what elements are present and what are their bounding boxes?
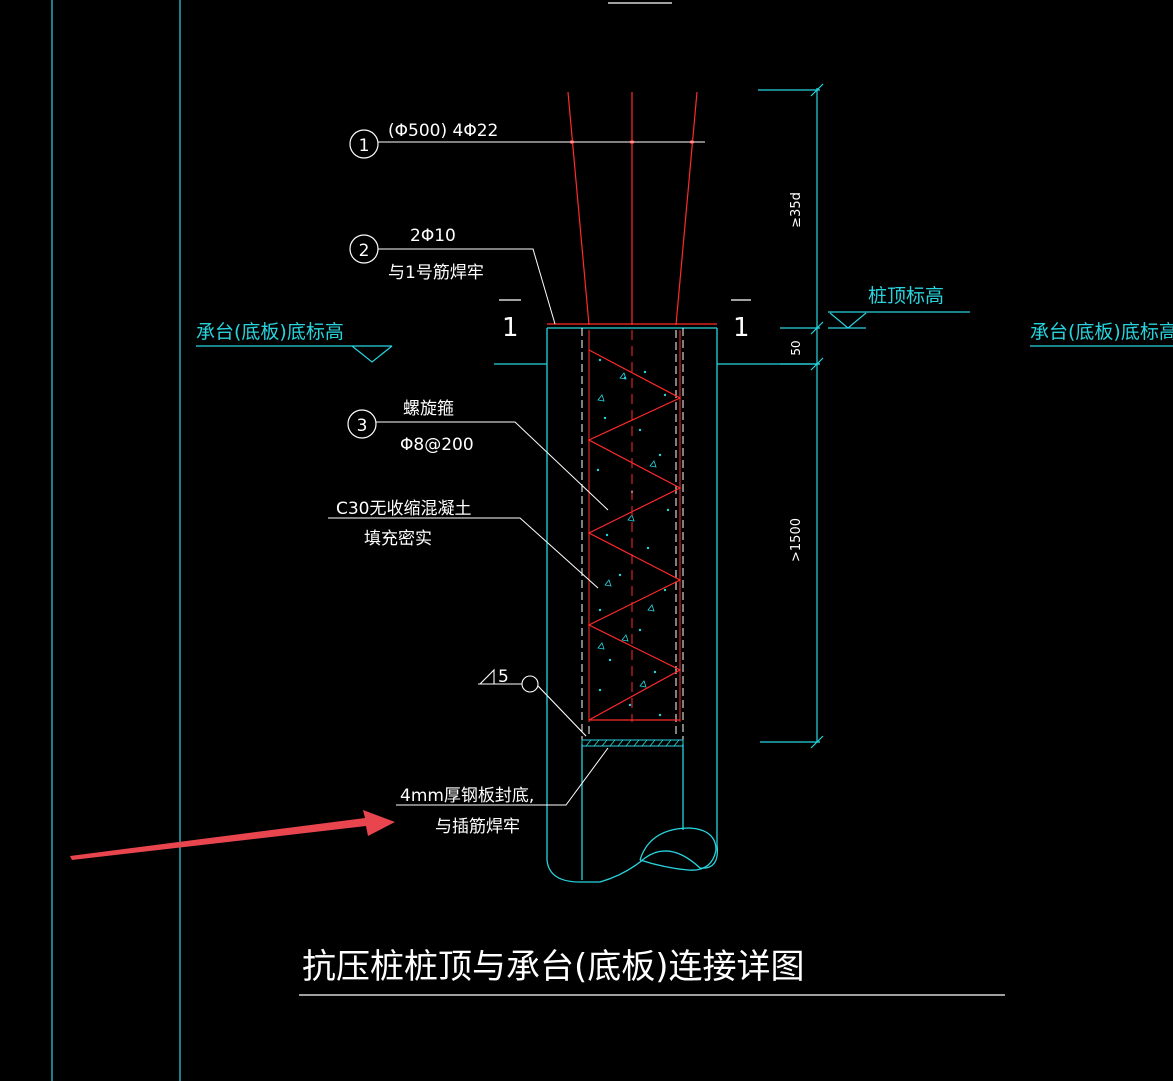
concrete-line1: C30无收缩混凝土 (336, 499, 472, 519)
inner-rebar (588, 330, 681, 722)
callout-2: 2 2Φ10 与1号筋焊牢 (349, 226, 556, 325)
section-mark-right-label: 1 (733, 313, 750, 343)
callout-3-line2: Φ8@200 (400, 435, 474, 455)
dimension-bottom: >1500 (789, 518, 804, 562)
anchor-rebars (547, 91, 717, 326)
callout-2-number: 2 (359, 241, 370, 261)
concrete-callout: C30无收缩混凝土 填充密实 (328, 499, 599, 589)
cap-bottom-lines (494, 345, 1173, 365)
drawing-title: 抗压桩桩顶与承台(底板)连接详图 (302, 947, 805, 987)
steel-plate-line2: 与插筋焊牢 (435, 817, 520, 837)
dimension-middle: 50 (789, 340, 803, 355)
dimension-line (758, 83, 824, 749)
drawing-frame-lines (51, 0, 672, 1081)
concrete-line2: 填充密实 (364, 529, 432, 549)
dimension-top: ≥35d (789, 192, 804, 228)
steel-plate-callout: 4mm厚钢板封底, 与插筋焊牢 (396, 747, 609, 837)
spiral-stirrup (587, 349, 682, 721)
elevation-label-right: 承台(底板)底标高 (1030, 321, 1173, 343)
steel-plate-line1: 4mm厚钢板封底, (400, 786, 534, 806)
callout-3-line1: 螺旋箍 (403, 399, 454, 419)
pile-hole (581, 328, 684, 742)
concrete-fill-specks (596, 358, 670, 717)
callout-2-line1: 2Φ10 (410, 226, 456, 246)
concrete-fill-triangles (597, 372, 657, 688)
elevation-label-left: 承台(底板)底标高 (196, 321, 344, 343)
elevation-marker-left (196, 345, 393, 363)
elevation-label-pile-top: 桩顶标高 (868, 285, 944, 307)
elevation-marker-pile-top (828, 311, 970, 329)
section-mark-left-label: 1 (502, 313, 519, 343)
callout-1: 1 (Φ500) 4Φ22 (349, 121, 705, 159)
steel-plate (581, 739, 684, 747)
callout-3: 3 螺旋箍 Φ8@200 (347, 399, 609, 511)
callout-1-number: 1 (359, 136, 370, 156)
weld-symbol (478, 668, 587, 737)
callout-2-line2: 与1号筋焊牢 (388, 263, 484, 283)
callout-3-number: 3 (357, 416, 368, 436)
pile-outline (546, 327, 719, 883)
annotation-arrow (70, 810, 395, 860)
weld-size: 5 (498, 667, 509, 687)
callout-1-text: (Φ500) 4Φ22 (388, 121, 498, 141)
